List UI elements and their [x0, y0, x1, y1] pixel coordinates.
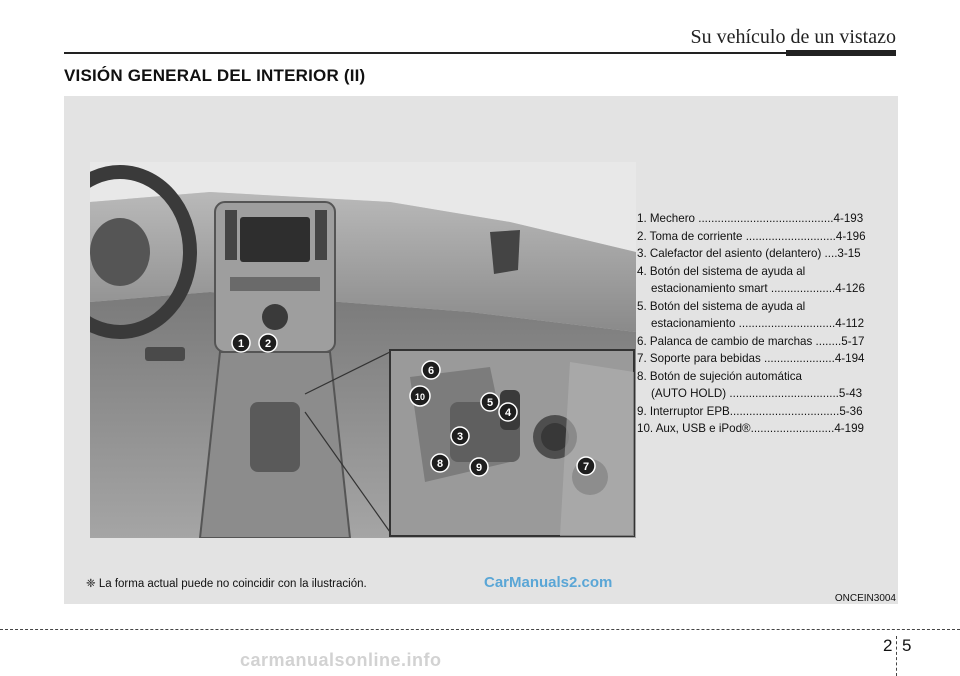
callout-7 [576, 456, 596, 476]
header-rule-accent [786, 50, 896, 56]
page-number-section: 2 [883, 636, 893, 655]
legend-item-8-detail: (AUTO HOLD) ............................… [651, 387, 863, 400]
callout-4 [498, 402, 518, 422]
callout-2 [258, 333, 278, 353]
illustration-panel: 1 2 3 4 5 6 7 8 9 10 1. Mechero ........… [64, 96, 898, 604]
site-watermark: CarManuals2.com [484, 574, 613, 591]
callout-3-label: 3 [457, 431, 463, 443]
callout-6-label: 6 [428, 365, 434, 377]
legend-item-3: 3. Calefactor del asiento (delantero) ..… [637, 247, 861, 260]
legend-item-4-detail: estacionamiento smart ..................… [651, 282, 865, 295]
callout-3 [450, 426, 470, 446]
legend-item-9: 9. Interruptor EPB......................… [637, 404, 863, 418]
bottom-watermark: carmanualsonline.info [240, 650, 442, 670]
legend-item-5: 5. Botón del sistema de ayuda al [637, 299, 806, 313]
callout-7-label: 7 [583, 461, 589, 473]
footer-rule [0, 629, 960, 630]
callout-9 [469, 457, 489, 477]
callout-10-label: 10 [415, 392, 425, 402]
page-number-divider [896, 636, 897, 676]
legend-item-5-detail: estacionamiento ........................… [651, 317, 865, 330]
callout-10 [409, 385, 431, 407]
callout-8 [430, 453, 450, 473]
callout-9-label: 9 [476, 462, 482, 474]
running-header: Su vehículo de un vistazo [690, 26, 896, 48]
legend-item-7: 7. Soporte para bebidas ................… [637, 352, 865, 365]
legend-item-2: 2. Toma de corriente ...................… [637, 229, 866, 243]
callout-1-label: 1 [238, 338, 244, 350]
callout-2-label: 2 [265, 338, 271, 350]
callout-8-label: 8 [437, 458, 443, 470]
callout-5-label: 5 [487, 397, 493, 409]
illustration-note: ❈ La forma actual puede no coincidir con… [86, 578, 367, 590]
interior-illustration: 1 2 3 4 5 6 7 8 9 10 [90, 162, 636, 538]
callout-6 [421, 360, 441, 380]
section-title: VISIÓN GENERAL DEL INTERIOR (II) [64, 66, 366, 85]
legend-list: 1. Mechero .............................… [637, 210, 897, 438]
page-number-page: 5 [902, 636, 912, 655]
callout-1 [231, 333, 251, 353]
callout-5 [480, 392, 500, 412]
legend-item-4: 4. Botón del sistema de ayuda al [637, 264, 806, 278]
header-rule [64, 52, 896, 54]
image-code: ONCEIN3004 [834, 593, 896, 604]
legend-item-10: 10. Aux, USB e iPod®....................… [637, 422, 864, 435]
callout-4-label: 4 [505, 407, 512, 419]
legend-item-6: 6. Palanca de cambio de marchas ........… [637, 334, 865, 348]
legend-item-1: 1. Mechero .............................… [637, 212, 864, 225]
legend-item-8: 8. Botón de sujeción automática [637, 369, 802, 383]
